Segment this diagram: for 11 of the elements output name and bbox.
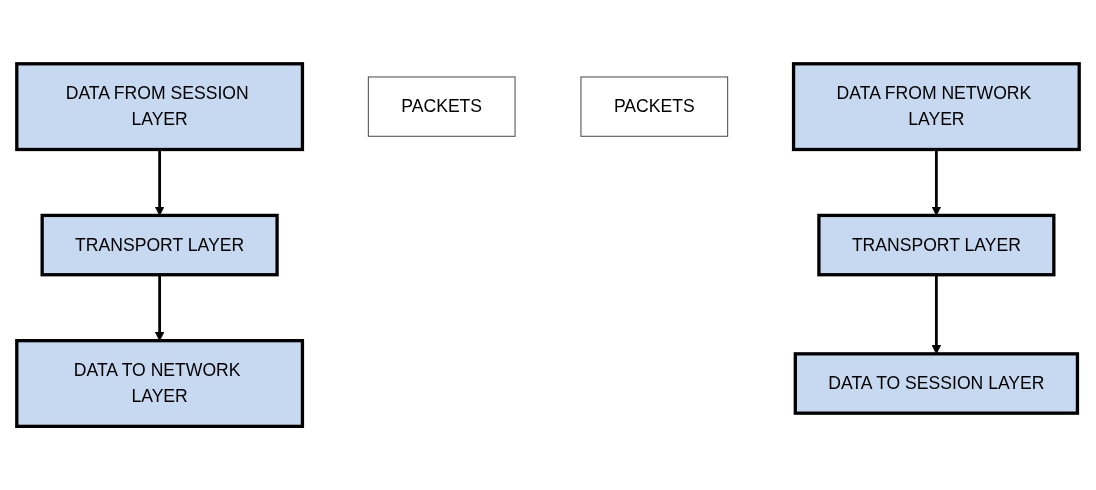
node-box: DATA TO SESSION LAYER <box>793 352 1080 415</box>
node-box: TRANSPORT LAYER <box>40 213 279 277</box>
node-box: DATA FROM NETWORK LAYER <box>791 62 1081 152</box>
node-box: PACKETS <box>580 76 729 137</box>
node-box: DATA TO NETWORK LAYER <box>15 338 305 428</box>
arrow <box>154 149 165 216</box>
node-box: DATA FROM SESSION LAYER <box>15 62 305 152</box>
node-box: TRANSPORT LAYER <box>817 213 1056 277</box>
arrow <box>931 149 942 216</box>
arrow <box>154 274 165 341</box>
node-box: PACKETS <box>367 76 516 137</box>
